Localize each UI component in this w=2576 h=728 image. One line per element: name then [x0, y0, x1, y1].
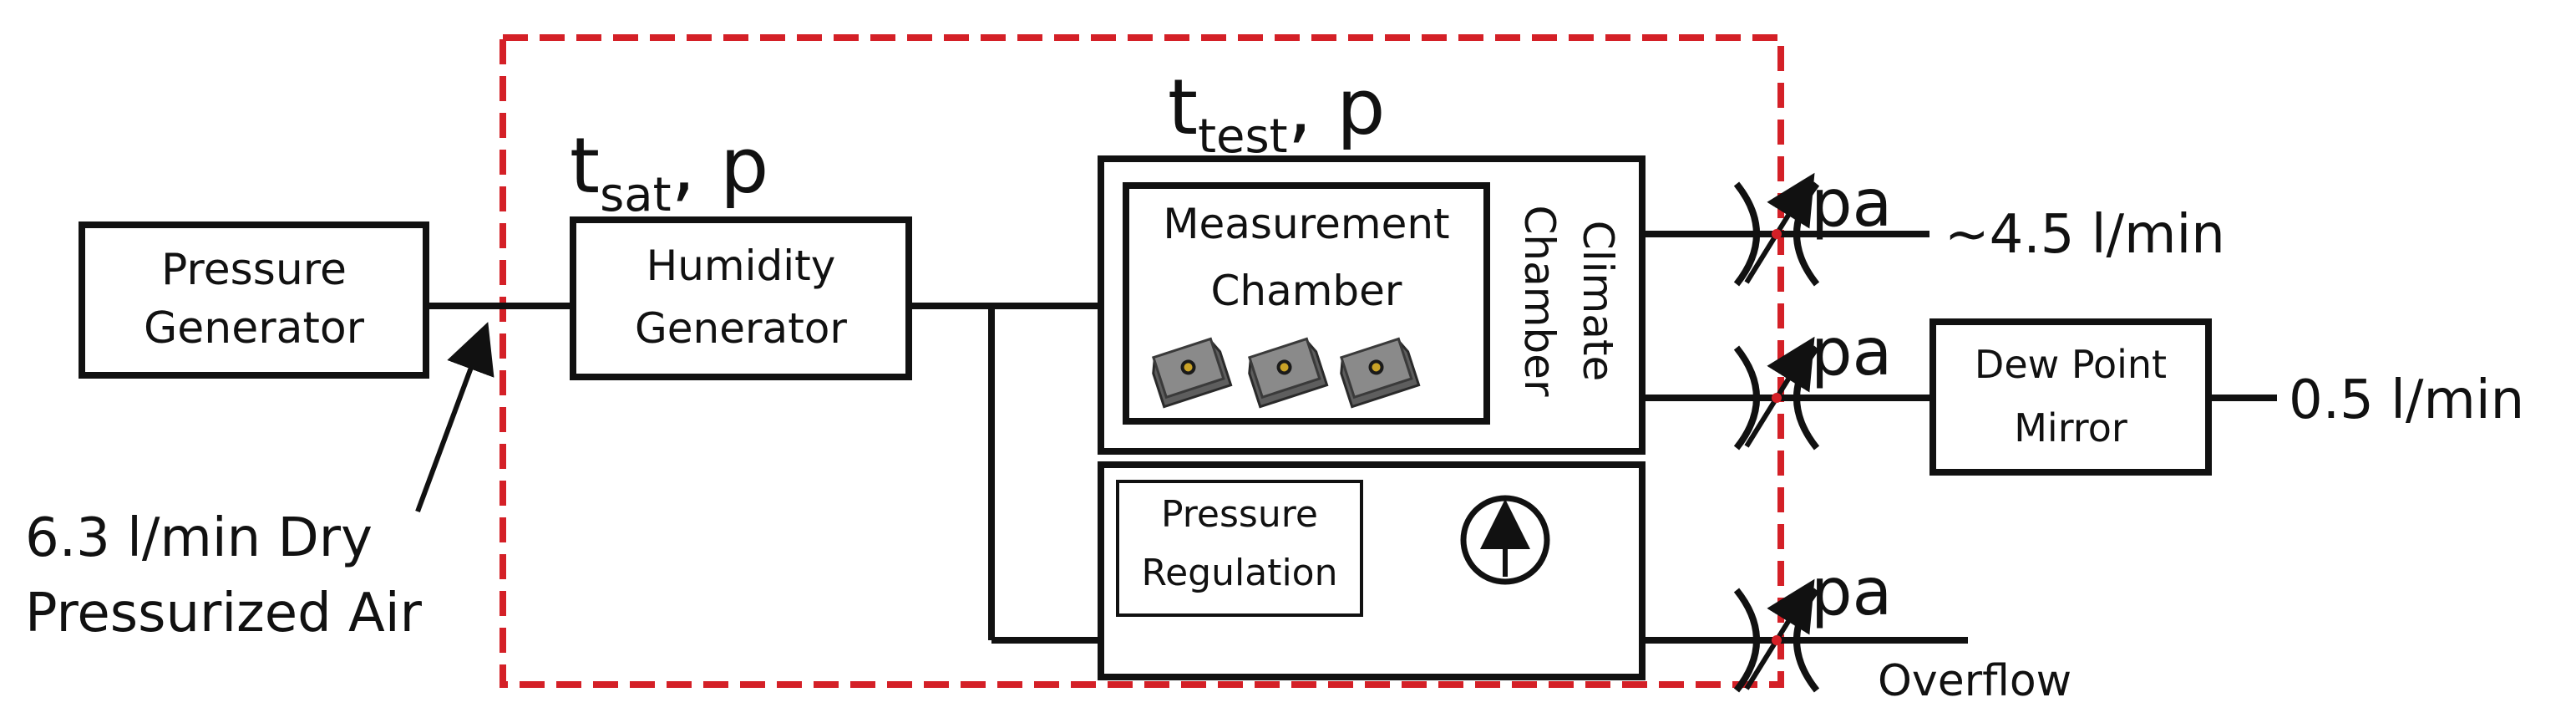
dew-point-mirror-label-2: Mirror [2014, 405, 2127, 451]
flow-top-label: ~4.5 l/min [1945, 204, 2225, 266]
humidity-generator-label-2: Generator [635, 304, 847, 353]
climate-chamber-label-2: Chamber [1515, 205, 1564, 396]
svg-text:ttest, p: ttest, p [1168, 63, 1386, 164]
pa-label-bottom: pa [1811, 555, 1892, 630]
needle-valve-icon [1733, 578, 1820, 693]
inlet-annotation-line-2: Pressurized Air [25, 583, 423, 644]
humidity-generator-label-1: Humidity [647, 242, 836, 290]
flow-mirror-label: 0.5 l/min [2289, 369, 2524, 431]
inlet-arrow [415, 322, 494, 513]
pressure-generator-label-2: Generator [144, 303, 365, 354]
pressure-regulation-unit: Pressure Regulation [1098, 461, 1645, 680]
pressure-generator-label-1: Pressure [161, 245, 347, 295]
overflow-label: Overflow [1878, 656, 2071, 706]
svg-text:tsat, p: tsat, p [570, 121, 768, 222]
measurement-chamber-label-1: Measurement [1163, 200, 1449, 248]
dew-point-mirror-label-1: Dew Point [1975, 342, 2167, 387]
sensor-chip-icon [1339, 337, 1421, 409]
needle-valve-icon [1733, 336, 1820, 451]
climate-chamber-label-1: Climate [1574, 221, 1622, 381]
pressure-generator: Pressure Generator [79, 221, 429, 379]
pressure-gauge-icon [1460, 495, 1550, 585]
sensor-chip-icon [1247, 337, 1329, 409]
pressure-regulation-label-2: Regulation [1142, 552, 1338, 594]
pressure-regulation-label-1: Pressure [1161, 493, 1318, 536]
pa-label-top: pa [1811, 166, 1892, 242]
t-sat-label: tsat, p [570, 121, 768, 222]
t-test-label: ttest, p [1168, 63, 1386, 164]
pa-label-middle: pa [1811, 315, 1892, 390]
sensor-chip-icon [1151, 337, 1233, 409]
dew-point-mirror: Dew Point Mirror [1929, 318, 2212, 476]
needle-valve-icon [1733, 172, 1820, 287]
humidity-generator: Humidity Generator [570, 216, 912, 380]
measurement-chamber-label-2: Chamber [1210, 267, 1402, 315]
inlet-annotation-line-1: 6.3 l/min Dry [25, 507, 373, 569]
